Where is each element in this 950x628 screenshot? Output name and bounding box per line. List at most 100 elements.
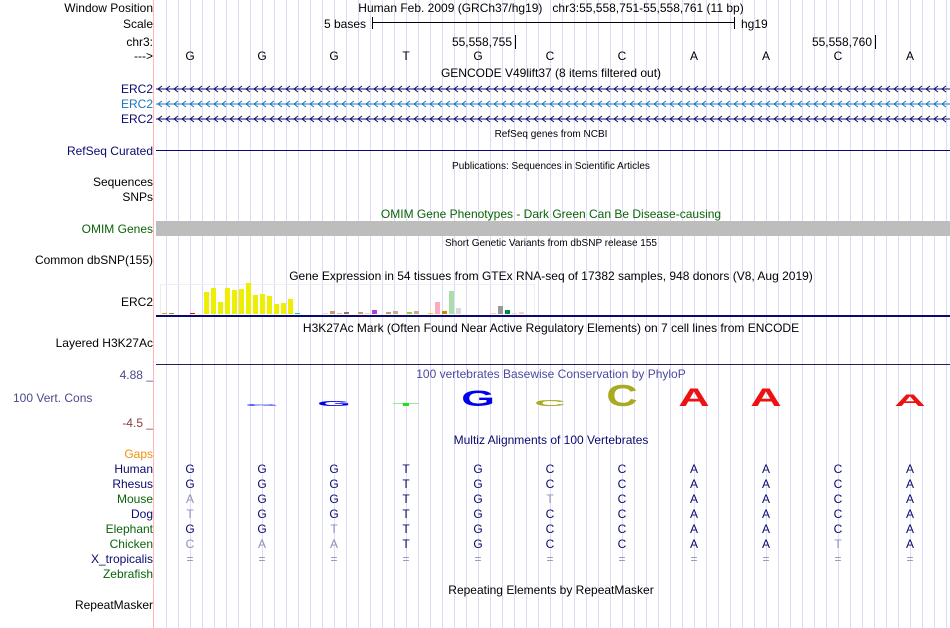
alignment-base: C [617,537,627,551]
alignment-base: C [545,462,555,476]
gtex-tissue-bar[interactable] [225,288,230,314]
label-divider [153,0,154,628]
species-label[interactable]: Mouse [116,492,153,506]
gtex-tissue-bar[interactable] [365,313,370,314]
species-label[interactable]: Rhesus [112,477,153,491]
gtex-tissue-bar[interactable] [505,310,510,314]
cons-min-label: -4.5 _ [122,416,153,430]
repeatmasker-label[interactable]: RepeatMasker [74,598,153,612]
gtex-tissue-bar[interactable] [414,310,419,314]
gtex-label[interactable]: ERC2 [120,295,153,309]
gencode-title[interactable]: GENCODE V49lift37 (8 items filtered out) [440,66,662,80]
omim-label[interactable]: OMIM Genes [81,222,153,236]
gencode-transcript-label[interactable]: ERC2 [120,97,153,111]
gtex-tissue-bar[interactable] [456,308,461,314]
gtex-tissue-bar[interactable] [386,312,391,314]
alignment-base: A [761,507,771,521]
gencode-transcript[interactable] [156,99,950,109]
assembly: Human Feb. 2009 (GRCh37/hg19) [358,1,543,15]
gtex-tissue-bar[interactable] [435,302,440,314]
gtex-tissue-bar[interactable] [449,290,454,314]
gtex-tissue-bar[interactable] [295,313,300,314]
species-label[interactable]: X_tropicalis [90,552,153,566]
gtex-tissue-bar[interactable] [428,312,433,314]
alignment-base: G [473,462,483,476]
gtex-tissue-bar[interactable] [218,302,223,314]
species-label[interactable]: Human [114,462,153,476]
multiz-title[interactable]: Multiz Alignments of 100 Vertebrates [453,433,649,447]
gtex-tissue-bar[interactable] [204,292,209,314]
gtex-tissue-bar[interactable] [232,290,237,314]
gtex-tissue-bar[interactable] [169,312,174,314]
gtex-tissue-bar[interactable] [491,313,496,314]
gtex-tissue-bar[interactable] [162,313,167,314]
gaps-label[interactable]: Gaps [124,447,153,461]
gtex-tissue-bar[interactable] [190,313,195,314]
alignment-base: A [689,522,699,536]
gtex-tissue-bar[interactable] [260,294,265,314]
alignment-base: G [473,537,483,551]
gtex-title[interactable]: Gene Expression in 54 tissues from GTEx … [289,269,813,283]
gencode-transcript-label[interactable]: ERC2 [120,82,153,96]
gtex-tissue-bar[interactable] [288,299,293,314]
species-label[interactable]: Dog [130,507,153,521]
gtex-tissue-bar[interactable] [239,289,244,314]
gencode-transcript-label[interactable]: ERC2 [120,112,153,126]
gtex-tissue-bar[interactable] [372,309,377,314]
dbsnp-title[interactable]: Short Genetic Variants from dbSNP releas… [445,238,657,249]
repeatmasker-title[interactable]: Repeating Elements by RepeatMasker [448,583,654,597]
gencode-transcript[interactable] [156,84,950,94]
gtex-tissue-bar[interactable] [358,311,363,314]
gtex-tissue-bar[interactable] [281,302,286,314]
reference-base: C [833,49,843,63]
gtex-tissue-bar[interactable] [344,312,349,314]
conservation-logo-letter: G [245,404,279,407]
position-title: Human Feb. 2009 (GRCh37/hg19) chr3:55,55… [358,1,743,15]
reference-base: C [545,49,555,63]
gencode-transcript[interactable] [156,114,950,124]
refseq-title[interactable]: RefSeq genes from NCBI [494,129,608,140]
alignment-base: C [617,477,627,491]
reference-base: G [329,49,339,63]
gtex-tissue-bar[interactable] [337,312,342,314]
gtex-tissue-bar[interactable] [512,313,517,314]
gtex-tissue-bar[interactable] [330,311,335,314]
omim-gene-bar[interactable] [156,221,950,236]
gtex-tissue-bar[interactable] [393,310,398,314]
snps-label[interactable]: SNPs [122,190,153,204]
omim-title[interactable]: OMIM Gene Phenotypes - Dark Green Can Be… [380,207,722,221]
gtex-tissue-bar[interactable] [407,312,412,314]
gtex-tissue-bar[interactable] [253,295,258,314]
gtex-tissue-bar[interactable] [274,303,279,314]
scale-db: hg19 [741,17,768,31]
species-label[interactable]: Elephant [105,522,153,536]
reference-base: G [185,49,195,63]
h3k27ac-title[interactable]: H3K27Ac Mark (Often Found Near Active Re… [302,321,800,335]
dbsnp-label[interactable]: Common dbSNP(155) [34,253,153,267]
alignment-base: A [761,492,771,506]
gtex-tissue-bar[interactable] [442,311,447,314]
gtex-tissue-bar[interactable] [211,288,216,314]
gtex-tissue-bar[interactable] [323,313,328,314]
gtex-tissue-bar[interactable] [246,283,251,314]
publications-title[interactable]: Publications: Sequences in Scientific Ar… [452,161,650,172]
species-label[interactable]: Zebrafish [102,567,153,581]
species-label[interactable]: Chicken [109,537,153,551]
gtex-tissue-bar[interactable] [519,312,524,314]
strand-label: ---> [134,49,153,63]
refseq-label[interactable]: RefSeq Curated [66,144,153,158]
alignment-base: T [186,507,194,521]
alignment-base: A [905,522,915,536]
h3k27ac-label[interactable]: Layered H3K27Ac [55,336,153,350]
alignment-base: T [546,492,554,506]
alignment-base: A [689,507,699,521]
alignment-base: = [474,552,482,566]
sequences-label[interactable]: Sequences [92,175,153,189]
cons-title[interactable]: 100 vertebrates Basewise Conservation by… [416,367,686,381]
conservation-logo-letter: G [461,387,495,410]
reference-base: T [402,49,410,63]
gtex-tissue-bar[interactable] [267,296,272,314]
gtex-tissue-bar[interactable] [498,305,503,314]
cons-label[interactable]: 100 Vert. Cons [13,391,93,405]
